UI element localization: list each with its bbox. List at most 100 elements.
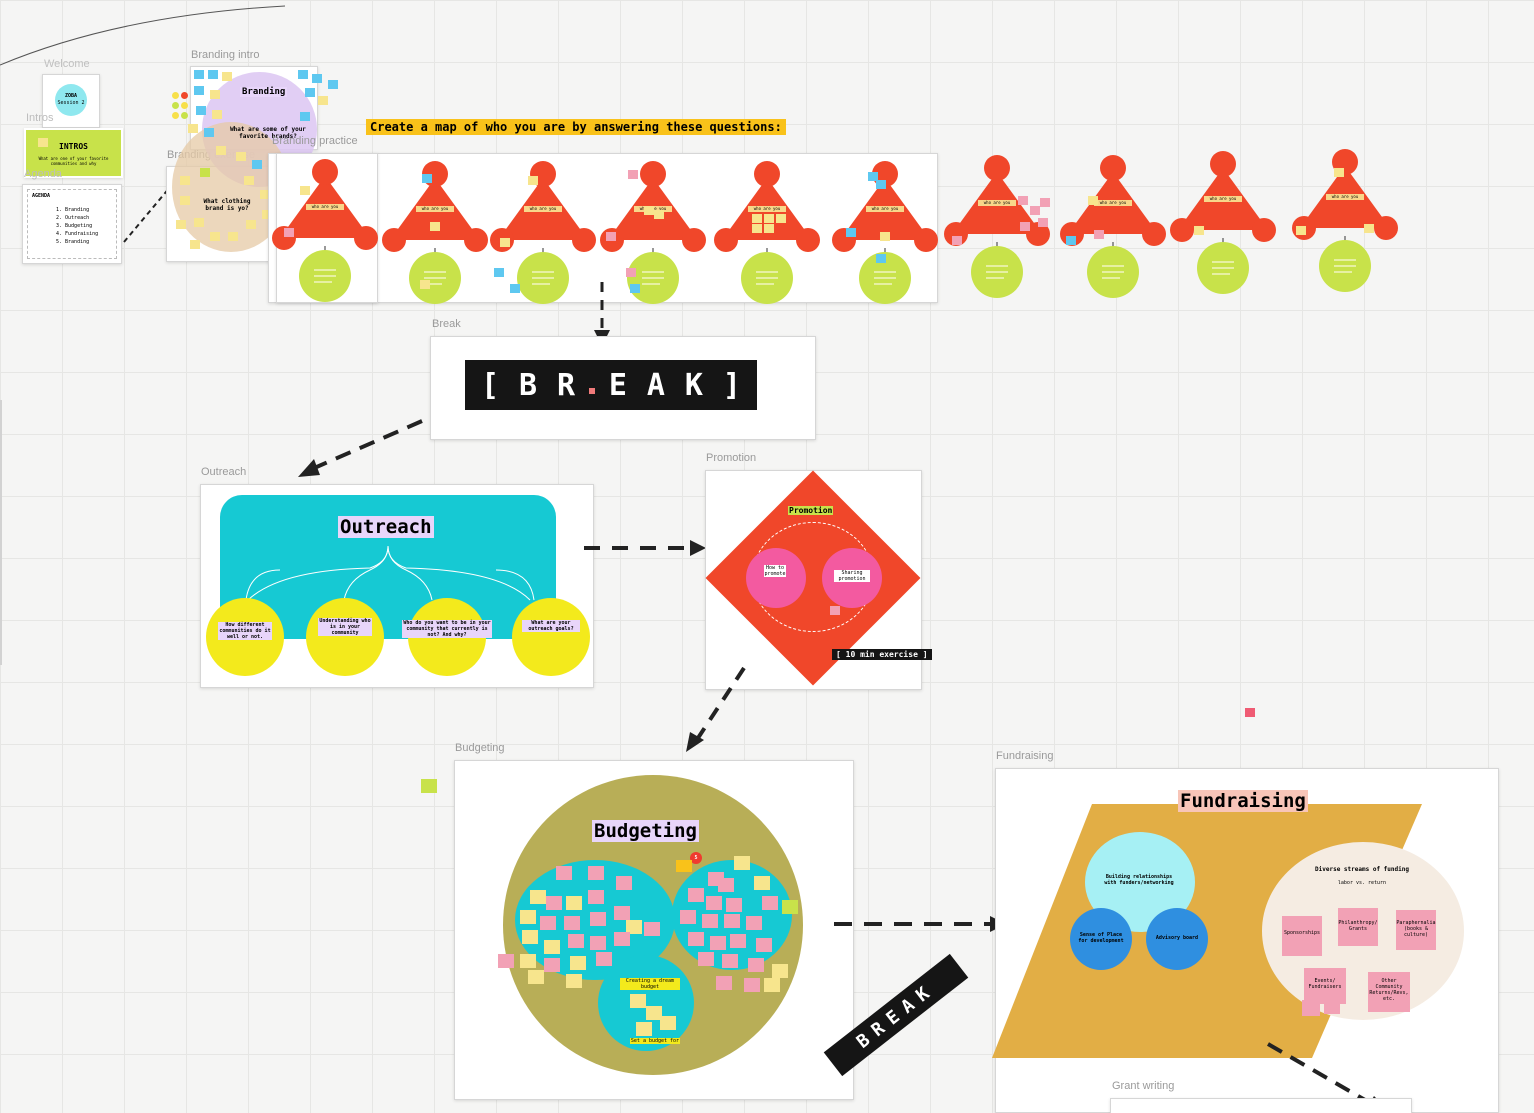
- sticky-note[interactable]: [318, 96, 328, 105]
- sticky-note[interactable]: [204, 128, 214, 137]
- sticky-note[interactable]: [830, 606, 840, 615]
- sticky-note[interactable]: [880, 232, 890, 241]
- welcome-frame[interactable]: ZOBA Session 2: [42, 74, 100, 128]
- sticky-note[interactable]: [646, 1006, 662, 1020]
- sticky-note[interactable]: [626, 268, 636, 277]
- sticky-note[interactable]: [252, 160, 262, 169]
- sticky-note[interactable]: [1038, 218, 1048, 227]
- sticky-note[interactable]: [1030, 206, 1040, 215]
- sticky-note[interactable]: [752, 214, 762, 223]
- sticky-note[interactable]: [421, 779, 437, 793]
- sticky-note[interactable]: [194, 70, 204, 79]
- sticky-note[interactable]: [746, 916, 762, 930]
- sticky-note[interactable]: [328, 80, 338, 89]
- sticky-note[interactable]: [876, 180, 886, 189]
- sticky-note[interactable]: [260, 190, 270, 199]
- funding-note[interactable]: Other Community Returns/Revs, etc.: [1368, 972, 1410, 1012]
- sticky-note[interactable]: [540, 916, 556, 930]
- funding-note[interactable]: Sponsorships: [1282, 916, 1322, 956]
- sticky-note[interactable]: [846, 228, 856, 237]
- sticky-note[interactable]: [300, 186, 310, 195]
- sticky-note[interactable]: [630, 994, 646, 1008]
- sticky-note[interactable]: [590, 936, 606, 950]
- sticky-note[interactable]: [300, 112, 310, 121]
- sticky-note[interactable]: [556, 866, 572, 880]
- sticky-note[interactable]: [1088, 196, 1098, 205]
- sticky-note[interactable]: [570, 956, 586, 970]
- sticky-note[interactable]: [494, 268, 504, 277]
- sticky-note[interactable]: [606, 232, 616, 241]
- sticky-note[interactable]: [194, 218, 204, 227]
- triangle-map[interactable]: who are you: [942, 154, 1052, 304]
- sticky-note[interactable]: [1302, 1000, 1320, 1016]
- sticky-note[interactable]: [528, 970, 544, 984]
- sticky-note[interactable]: [510, 284, 520, 293]
- sticky-note[interactable]: [544, 958, 560, 972]
- sticky-note[interactable]: [1194, 226, 1204, 235]
- sticky-note[interactable]: [430, 222, 440, 231]
- sticky-note[interactable]: [1296, 226, 1306, 235]
- sticky-note[interactable]: [764, 224, 774, 233]
- sticky-note[interactable]: [588, 866, 604, 880]
- sticky-note[interactable]: [210, 90, 220, 99]
- triangle-map[interactable]: who are you: [1058, 154, 1168, 304]
- sticky-note[interactable]: [312, 74, 322, 83]
- sticky-note[interactable]: [688, 932, 704, 946]
- sticky-note[interactable]: [180, 176, 190, 185]
- sticky-note[interactable]: [614, 932, 630, 946]
- sticky-note[interactable]: [644, 206, 654, 215]
- sticky-note[interactable]: [680, 910, 696, 924]
- triangle-map[interactable]: who are you: [1168, 150, 1278, 300]
- sticky-note[interactable]: [762, 896, 778, 910]
- sticky-note[interactable]: [756, 938, 772, 952]
- sticky-note[interactable]: [1334, 168, 1344, 177]
- sticky-note[interactable]: [246, 220, 256, 229]
- sticky-note[interactable]: [498, 954, 514, 968]
- sticky-note[interactable]: [1324, 998, 1340, 1014]
- sticky-note[interactable]: [1020, 222, 1030, 231]
- sticky-note[interactable]: [222, 72, 232, 81]
- promotion-circle-left[interactable]: [746, 548, 806, 608]
- sticky-note[interactable]: [568, 934, 584, 948]
- sticky-note[interactable]: [660, 1016, 676, 1030]
- sticky-note[interactable]: [772, 964, 788, 978]
- sticky-note[interactable]: [626, 920, 642, 934]
- sticky-note[interactable]: [1245, 708, 1255, 717]
- sticky-note[interactable]: [1364, 224, 1374, 233]
- sticky-note[interactable]: [188, 124, 198, 133]
- sticky-note[interactable]: [244, 176, 254, 185]
- triangle-map[interactable]: who are you: [488, 160, 598, 310]
- sticky-note[interactable]: [722, 954, 738, 968]
- sticky-note[interactable]: [754, 876, 770, 890]
- sticky-note[interactable]: [422, 174, 432, 183]
- intros-frame[interactable]: INTROS What are one of your favorite com…: [24, 128, 123, 178]
- sticky-note[interactable]: [764, 214, 774, 223]
- sticky-note[interactable]: [1018, 196, 1028, 205]
- sticky-note[interactable]: [200, 168, 210, 177]
- sticky-note[interactable]: [744, 978, 760, 992]
- sticky-note[interactable]: [596, 952, 612, 966]
- sticky-note[interactable]: [782, 900, 798, 914]
- outreach-circle[interactable]: [512, 598, 590, 676]
- sticky-note[interactable]: [630, 284, 640, 293]
- triangle-map[interactable]: who are you: [380, 160, 490, 310]
- grant-writing-frame[interactable]: [1110, 1098, 1412, 1113]
- sticky-note[interactable]: [628, 170, 638, 179]
- sticky-note[interactable]: [522, 930, 538, 944]
- sticky-note[interactable]: [546, 896, 562, 910]
- notification-badge[interactable]: [690, 852, 702, 864]
- sticky-note[interactable]: [210, 232, 220, 241]
- sticky-note[interactable]: [952, 236, 962, 245]
- sticky-note[interactable]: [776, 214, 786, 223]
- sticky-note[interactable]: [718, 878, 734, 892]
- sticky-note[interactable]: [298, 70, 308, 79]
- sticky-note[interactable]: [748, 958, 764, 972]
- sticky-note[interactable]: [724, 914, 740, 928]
- sticky-note[interactable]: [530, 890, 546, 904]
- sticky-note[interactable]: [228, 232, 238, 241]
- triangle-map[interactable]: who are you: [270, 158, 380, 308]
- sticky-note[interactable]: [212, 110, 222, 119]
- sticky-note[interactable]: [208, 70, 218, 79]
- agenda-frame[interactable]: AGENDA 1. Branding 2. Outreach 3. Budget…: [22, 184, 122, 264]
- sticky-note[interactable]: [1066, 236, 1076, 245]
